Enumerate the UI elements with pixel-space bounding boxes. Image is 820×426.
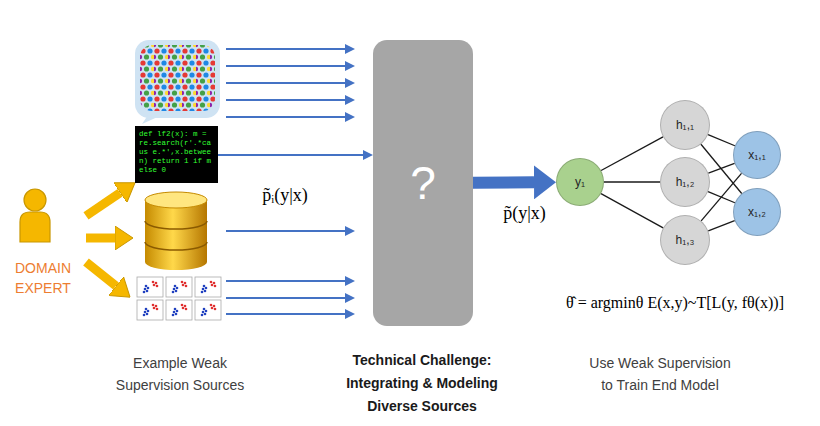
database-bottom — [145, 254, 207, 270]
word-cloud — [135, 40, 220, 124]
node-label: h₁,₁ — [676, 118, 694, 132]
database-body — [145, 200, 207, 262]
label-node: y₁ — [556, 158, 604, 206]
code-text: def lf2(x): m = re.search(r'.*caus e.*',… — [139, 130, 214, 175]
database-band — [145, 221, 207, 229]
scatter-plot — [166, 300, 192, 320]
hidden-node: h₁,₃ — [660, 215, 710, 265]
output-arrow — [473, 176, 534, 188]
source-arrow — [226, 48, 345, 50]
label-model-box: ? — [373, 40, 473, 326]
box-symbol: ? — [410, 156, 436, 210]
expert-arrow — [86, 234, 115, 243]
network-edge — [601, 137, 663, 171]
source-arrow — [226, 297, 345, 299]
person-head — [24, 189, 46, 211]
scatter-plot — [166, 277, 192, 297]
source-arrow — [226, 116, 345, 118]
scatter-plot — [137, 300, 163, 320]
network-edge — [604, 181, 660, 182]
source-arrow — [226, 280, 345, 282]
scatter-plots — [137, 277, 221, 320]
source-arrow — [226, 313, 345, 315]
cloud-dots — [140, 45, 215, 111]
node-label: h₁,₂ — [676, 175, 695, 189]
scatter-plot — [195, 277, 221, 297]
network-edge — [708, 163, 734, 173]
network-edge — [601, 194, 663, 228]
labeling-function: def lf2(x): m = re.search(r'.*caus e.*',… — [135, 126, 218, 183]
cloud-bubble — [135, 40, 220, 118]
network-edge — [708, 192, 735, 203]
expert-arrows — [86, 238, 116, 286]
node-label: y₁ — [575, 175, 585, 189]
hidden-node: h₁,₁ — [660, 100, 710, 150]
input-node: x₁,₁ — [733, 131, 781, 179]
database-band — [145, 242, 207, 250]
person-icon — [0, 186, 86, 246]
node-label: x₁,₂ — [748, 205, 766, 219]
source-arrow — [226, 99, 345, 101]
expert-arrow — [86, 262, 116, 286]
source-arrow — [226, 82, 345, 84]
section-caption: Use Weak Supervision to Train End Model — [585, 352, 735, 396]
edge-label: p̃(y|x) — [465, 202, 585, 224]
source-arrows — [226, 49, 345, 314]
node-label: h₁,₃ — [676, 233, 695, 247]
source-distribution-label: p̃ᵢ(y|x) — [248, 184, 322, 206]
database-top — [145, 192, 207, 208]
expert-label: DOMAIN EXPERT — [0, 258, 86, 298]
domain-expert: DOMAIN EXPERT — [0, 186, 86, 304]
expert-arrow — [86, 193, 120, 216]
scatter-plot — [195, 300, 221, 320]
training-objective: θ̂ = argminθ E(x,y)~T[L(y, fθ(x))] — [530, 292, 820, 314]
hidden-node: h₁,₂ — [660, 157, 710, 207]
source-arrow — [226, 65, 345, 67]
node-label: x₁,₁ — [748, 148, 765, 162]
input-node: x₁,₂ — [733, 188, 781, 236]
network-edge — [708, 221, 734, 231]
section-caption: Technical Challenge: Integrating & Model… — [332, 349, 512, 418]
scatter-plot — [137, 277, 163, 297]
section-caption: Example Weak Supervision Sources — [105, 352, 255, 396]
source-arrow — [226, 230, 345, 232]
database-icon — [145, 192, 207, 270]
network-edge — [708, 135, 735, 146]
cloud-tail — [142, 112, 162, 124]
source-arrow — [218, 154, 363, 156]
person-body — [20, 212, 50, 242]
